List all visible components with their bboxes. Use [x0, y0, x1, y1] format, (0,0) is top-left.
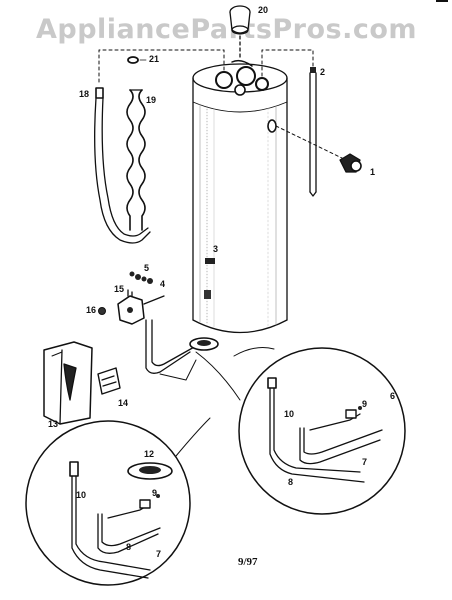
dashed-leaders-top: [98, 49, 314, 83]
part-13-outer-door: [43, 341, 93, 425]
part-15-gas-control: [117, 289, 165, 325]
detail-left-parts: [69, 461, 173, 579]
callout-8-right: 8: [288, 477, 294, 487]
callout-12: 12: [144, 449, 155, 459]
callout-15: 15: [114, 284, 125, 294]
callout-4: 4: [160, 279, 166, 289]
part-4-5-fasteners: [129, 271, 153, 284]
part-1-drain-valve: [267, 119, 362, 173]
callout-2: 2: [320, 67, 326, 77]
callout-7-left: 7: [156, 549, 162, 559]
burner-assembly-small: [145, 319, 219, 381]
corner-mark: [436, 0, 448, 5]
tank-top-fittings: [215, 59, 269, 96]
callout-9-left: 9: [152, 488, 158, 498]
callout-10-left: 10: [76, 490, 87, 500]
part-16-knob: [98, 307, 106, 315]
callout-13: 13: [48, 419, 59, 429]
callout-14: 14: [118, 398, 129, 408]
tank-label-plate: [204, 258, 215, 299]
callout-3: 3: [213, 244, 219, 254]
part-18-flex-tube: [94, 87, 151, 244]
callout-18: 18: [79, 89, 90, 99]
callout-7-right: 7: [362, 457, 368, 467]
tank-body: [192, 63, 288, 334]
part-21-washer: [127, 56, 147, 64]
callout-9-right: 9: [362, 399, 368, 409]
callout-8-left: 8: [126, 542, 132, 552]
callout-5: 5: [144, 263, 150, 273]
callout-19: 19: [146, 95, 157, 105]
detail-circle-right: [195, 347, 406, 515]
part-20-top-fitting: [229, 5, 251, 59]
callout-10-right: 10: [284, 409, 295, 419]
callout-21: 21: [149, 54, 160, 64]
detail-right-parts: [267, 377, 383, 483]
detail-circle-left: [25, 417, 211, 586]
callout-1: 1: [370, 167, 376, 177]
callout-20: 20: [258, 5, 269, 15]
callout-16: 16: [86, 305, 97, 315]
part-2-anode-rod: [309, 67, 317, 197]
part-14-inner-door: [97, 367, 121, 395]
watermark-text: AppliancePartsPros.com: [36, 14, 418, 45]
callout-6: 6: [390, 391, 396, 401]
part-19-dip-tube: [126, 89, 146, 231]
date-code: 9/97: [238, 556, 258, 568]
